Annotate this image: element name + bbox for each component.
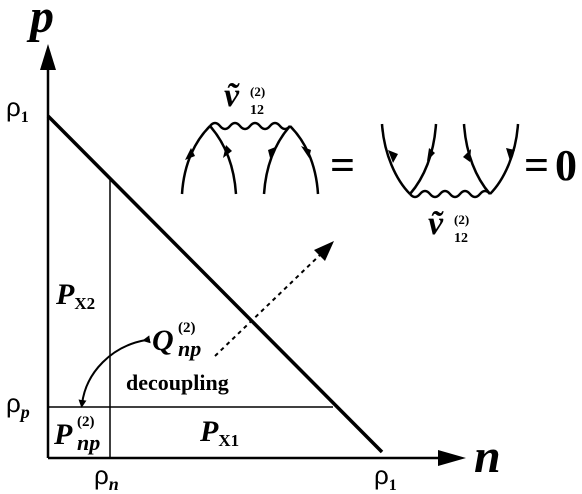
fermion-line-4 — [289, 125, 320, 195]
equals-sign-2: = — [524, 141, 549, 190]
wavy-interaction-line-bottom — [409, 189, 491, 199]
y-axis-label: p — [26, 0, 54, 43]
y-axis-arrowhead — [40, 44, 56, 70]
feynman-diagram-top-interaction — [180, 121, 320, 195]
x-axis-arrowhead — [438, 450, 466, 466]
interaction-label-bottom: ṽ (2) 12 — [428, 205, 469, 246]
arrow-icon — [388, 150, 398, 163]
equals-sign-1: = — [330, 141, 355, 190]
qnp-superscript: (2) — [178, 320, 196, 336]
decoupling-arrow — [78, 335, 151, 408]
region-px2-label: PX2 — [55, 278, 95, 313]
region-qnp-label: Q (2) np — [152, 320, 201, 361]
region-px1-label: PX1 — [199, 415, 239, 450]
interaction-label-top: ṽ (2) 12 — [224, 77, 265, 118]
pnp-superscript: (2) — [77, 414, 95, 430]
fermion-line-1 — [180, 125, 211, 195]
feynman-diagram-bottom-interaction — [380, 123, 520, 199]
pnp-base: P — [53, 418, 73, 451]
v12-top-superscript: (2) — [250, 84, 265, 99]
v12-top-base: ṽ — [224, 77, 240, 114]
region-pnp-label: P (2) np — [53, 414, 100, 455]
arrow-icon — [301, 146, 311, 158]
arrow-icon — [463, 149, 471, 162]
x-n-tick-label: ρn — [94, 460, 119, 494]
pnp-subscript: np — [77, 430, 100, 455]
fermion-line-6 — [409, 123, 438, 195]
dotted-arrow — [214, 252, 323, 357]
v12-bottom-superscript: (2) — [454, 212, 469, 227]
fermion-arrows-bottom — [388, 148, 515, 163]
x-max-tick-label: ρ1 — [374, 460, 397, 494]
zero-result: 0 — [555, 141, 577, 190]
dotted-arrow-head — [314, 241, 334, 261]
y-max-tick-label: ρ1 — [6, 92, 29, 126]
arrow-icon — [427, 148, 435, 161]
arrow-icon — [185, 148, 195, 160]
decoupling-label: decoupling — [126, 370, 229, 395]
fermion-arrows-top — [185, 145, 311, 160]
fermion-line-5 — [380, 123, 411, 195]
v12-bottom-base: ṽ — [428, 205, 444, 242]
wavy-interaction-line-top — [209, 121, 291, 131]
v12-bottom-subscript: 12 — [454, 231, 468, 246]
arrow-icon — [268, 146, 278, 158]
qnp-base: Q — [152, 324, 174, 357]
x-axis-label: n — [474, 430, 501, 483]
fermi-boundary-line — [46, 114, 384, 454]
fermion-line-8 — [489, 123, 520, 195]
fermion-line-7 — [462, 123, 491, 195]
axes — [40, 44, 466, 466]
v12-top-subscript: 12 — [250, 103, 264, 118]
fermion-line-2 — [209, 125, 238, 195]
qnp-subscript: np — [178, 336, 201, 361]
y-p-tick-label: ρp — [6, 388, 30, 422]
fermion-line-3 — [262, 125, 291, 195]
arrow-icon — [506, 148, 515, 161]
arrow-icon — [223, 145, 232, 158]
